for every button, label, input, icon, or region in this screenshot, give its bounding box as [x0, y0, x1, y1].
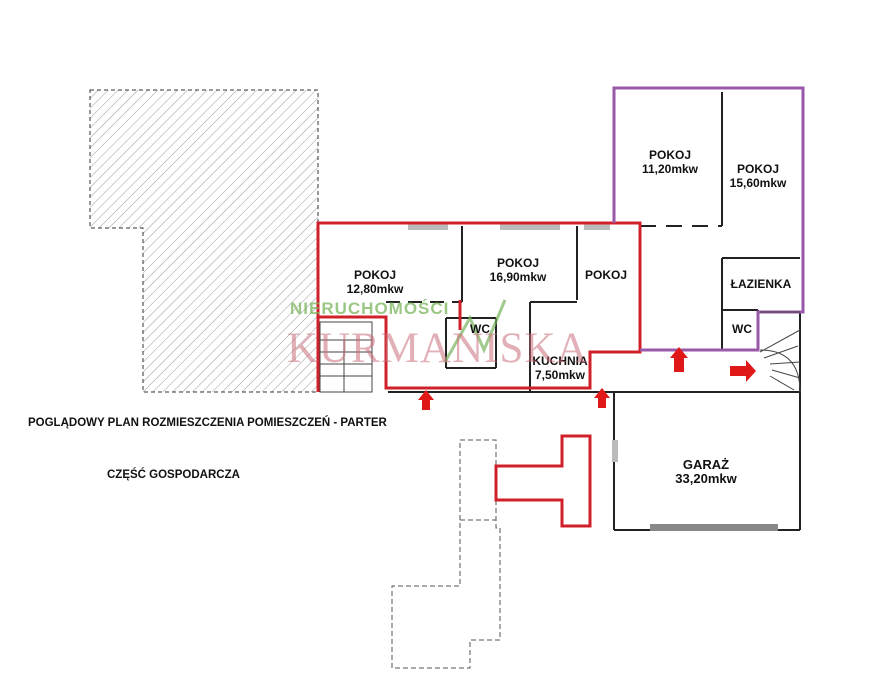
window-top-2: [500, 224, 560, 230]
room-lazienka: ŁAZIENKA: [730, 277, 792, 291]
room-wc-right: WC: [732, 322, 752, 336]
section-label: CZĘŚĆ GOSPODARCZA: [107, 469, 240, 481]
outbuilding: [391, 439, 501, 669]
watermark-swoosh-icon: [443, 299, 507, 363]
purple-outline: [612, 86, 805, 352]
room-pokoj-3: POKOJ: [584, 268, 627, 282]
plan-title: POGLĄDOWY PLAN ROZMIESZCZENIA POMIESZCZE…: [28, 417, 387, 429]
red-outline-flat: [316, 221, 642, 392]
watermark-line2: KURMANISKA: [287, 325, 589, 372]
arrow-right-icon: [730, 360, 756, 382]
room-wc-left: WC: [470, 322, 490, 336]
garage-door: [650, 524, 778, 531]
watermark-line1: NIERUCHOMOŚCI: [290, 299, 450, 318]
left-stairs: [319, 321, 373, 393]
right-stairs: [759, 311, 801, 393]
garage-side-window: [612, 440, 618, 462]
arrow-up-icon: [670, 347, 688, 372]
window-top-3: [584, 224, 610, 230]
red-outbuilding-outline: [494, 434, 592, 528]
window-top-1: [408, 224, 448, 230]
arrow-up-icon: [418, 390, 434, 410]
arrow-up-icon: [594, 388, 610, 408]
hatched-area: [89, 89, 319, 393]
